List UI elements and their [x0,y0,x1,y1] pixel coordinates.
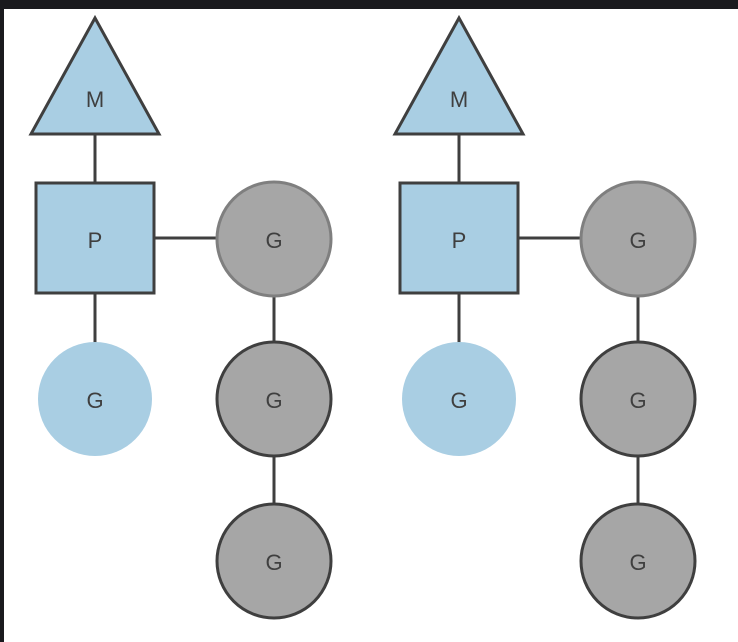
circle-node-g [38,342,152,456]
node-label: P [88,228,103,253]
node-label: M [86,87,104,112]
node-label: G [450,388,467,413]
node-label: G [86,388,103,413]
unit-1-group: M P G G G G [28,14,333,620]
circle-node-g [579,340,697,458]
node-label: G [265,228,282,253]
node-label: G [629,388,646,413]
circle-node-g [579,180,697,298]
unit-2-group: M P G G G G [392,14,697,620]
circle-node-g [215,180,333,298]
square-node-p [34,181,156,295]
top-border-bar [0,0,738,9]
node-label: G [265,550,282,575]
node-label: G [265,388,282,413]
circle-node-g [402,342,516,456]
circle-node-g [215,502,333,620]
node-label: G [629,550,646,575]
node-label: M [450,87,468,112]
square-node-p [398,181,520,295]
node-label: G [629,228,646,253]
circle-node-g [579,502,697,620]
left-border-bar [0,0,4,642]
node-label: P [452,228,467,253]
triangle-node-m [28,14,162,136]
circle-node-g [215,340,333,458]
triangle-node-m [392,14,526,136]
